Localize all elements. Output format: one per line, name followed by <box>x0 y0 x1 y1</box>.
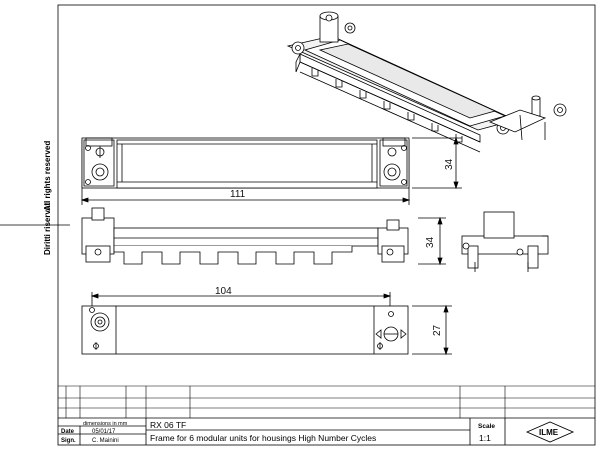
drawing-border <box>57 4 596 446</box>
dim-top-height: 34 <box>444 158 455 170</box>
logo-text: ILME <box>539 428 559 437</box>
title-block <box>58 417 595 445</box>
top-view: 111 <box>80 136 462 205</box>
part-code: RX 06 TF <box>150 420 186 430</box>
scale-value: 1:1 <box>479 433 491 443</box>
rights-text-en: All rights reserved <box>43 141 52 211</box>
dim-side-height: 34 <box>425 236 436 248</box>
dim-bottom-length: 104 <box>215 286 232 297</box>
sign-label: Sign. <box>61 438 76 444</box>
front-view <box>81 207 446 266</box>
date-value: 05/01/17 <box>92 429 116 435</box>
rights-text-it: Diritti riservati <box>43 201 52 255</box>
sign-value: C. Mainini <box>92 438 119 444</box>
ilme-logo: ILME <box>525 421 575 443</box>
bottom-view: 104 <box>81 286 452 356</box>
side-view <box>461 211 549 272</box>
scale-label: Scale <box>478 423 495 430</box>
revision-grid <box>58 385 595 418</box>
date-label: Date <box>61 429 75 435</box>
rights-note: Diritti riservati All rights reserved <box>43 141 52 255</box>
dim-top-length: 111 <box>230 189 246 200</box>
units-note: dimensions in mm <box>83 421 128 427</box>
dim-bottom-height: 27 <box>432 324 443 336</box>
isometric-view <box>286 11 567 153</box>
part-description: Frame for 6 modular units for housings H… <box>150 433 376 443</box>
